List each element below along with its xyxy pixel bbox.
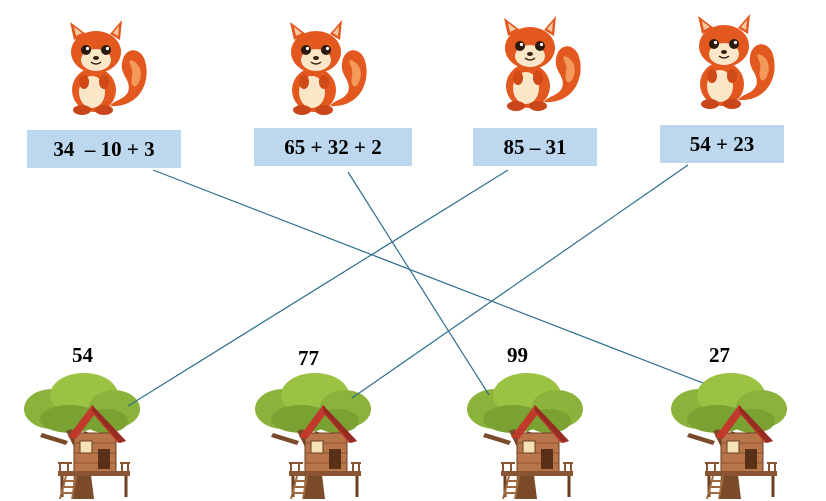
expression-box[interactable]: 34 – 10 + 3 <box>27 130 181 168</box>
match-line <box>347 171 490 396</box>
match-line <box>152 169 704 384</box>
squirrel-icon <box>52 18 152 118</box>
answer-number: 99 <box>507 343 528 367</box>
treehouse-icon[interactable] <box>465 371 585 499</box>
expression-box[interactable]: 65 + 32 + 2 <box>254 128 412 166</box>
expression-box[interactable]: 85 – 31 <box>473 128 597 166</box>
treehouse-icon[interactable] <box>669 371 789 499</box>
treehouse-icon[interactable] <box>22 371 142 499</box>
answer-number: 54 <box>72 343 93 367</box>
squirrel-icon <box>680 12 780 112</box>
expression-box[interactable]: 54 + 23 <box>660 125 784 163</box>
squirrel-icon <box>272 18 372 118</box>
squirrel-icon <box>486 14 586 114</box>
answer-number: 77 <box>298 346 319 370</box>
treehouse-icon[interactable] <box>253 371 373 499</box>
answer-number: 27 <box>709 343 730 367</box>
